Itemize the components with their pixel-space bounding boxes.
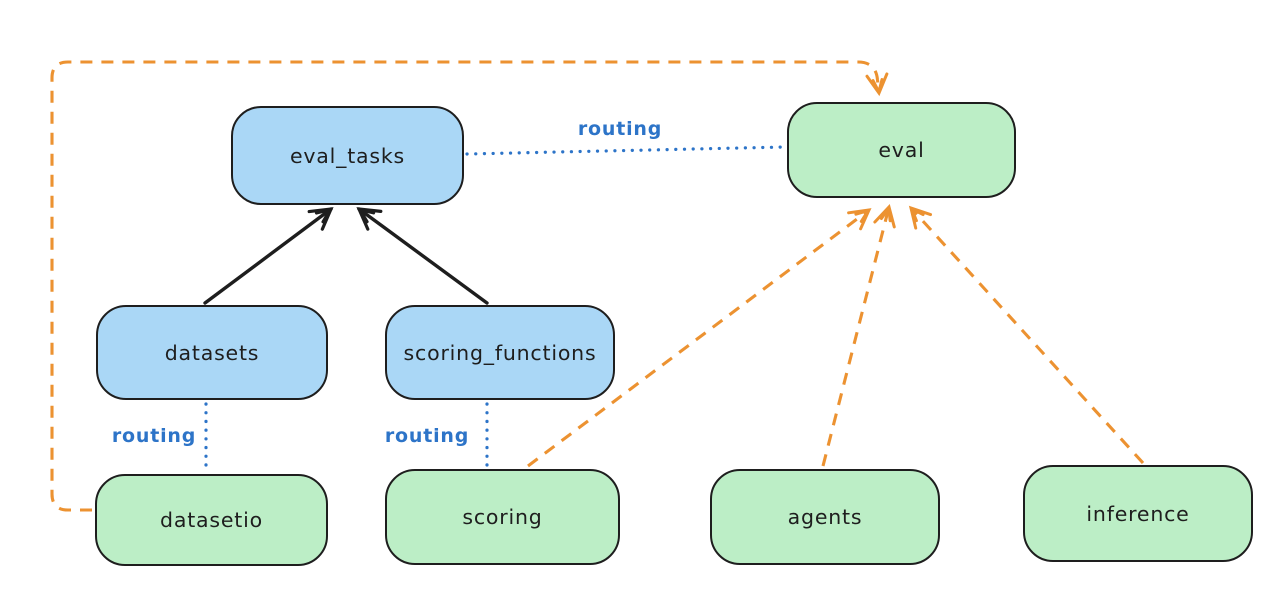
node-eval: eval: [787, 102, 1016, 198]
node-eval-tasks-label: eval_tasks: [289, 143, 406, 168]
node-inference: inference: [1023, 465, 1253, 562]
node-agents-label: agents: [787, 505, 863, 529]
edge-scoring-to-eval: [527, 208, 872, 468]
node-datasets-label: datasets: [164, 340, 260, 365]
node-scoring-functions: scoring_functions: [385, 305, 615, 400]
routing-label-scoring-functions-scoring: routing: [384, 425, 470, 447]
node-datasetio: datasetio: [95, 474, 328, 566]
node-scoring-label: scoring: [462, 505, 543, 529]
node-scoring: scoring: [385, 469, 620, 565]
node-inference-label: inference: [1086, 501, 1190, 526]
routing-label-datasets-datasetio: routing: [111, 425, 197, 447]
node-agents: agents: [710, 469, 940, 565]
edge-agents-to-eval: [821, 203, 896, 467]
routing-label-eval-tasks-eval: routing: [577, 118, 663, 140]
node-eval-tasks: eval_tasks: [231, 106, 464, 205]
node-datasets: datasets: [96, 305, 328, 400]
edge-scoring-functions-to-eval-tasks: [356, 207, 489, 305]
node-eval-label: eval: [878, 138, 925, 162]
edge-eval-tasks-to-eval-routing: [465, 145, 787, 156]
edge-inference-to-eval: [908, 205, 1145, 465]
edge-datasets-to-eval-tasks: [203, 207, 334, 305]
node-datasetio-label: datasetio: [160, 508, 263, 532]
node-scoring-functions-label: scoring_functions: [403, 340, 597, 365]
